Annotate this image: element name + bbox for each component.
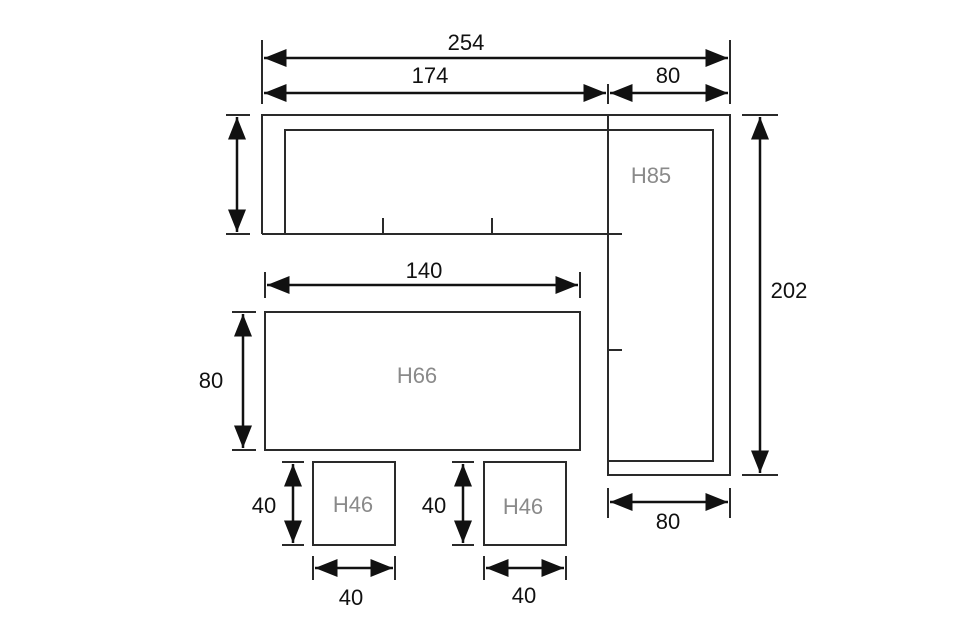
total-width-label: 254 — [448, 30, 485, 55]
chaise-width-label: 80 — [656, 509, 680, 534]
table-width-label: 140 — [406, 258, 443, 283]
stool-1 — [312, 461, 396, 546]
stool-2 — [483, 461, 567, 546]
stool1-height-label: H46 — [333, 492, 373, 517]
stool2-height-label: H46 — [503, 494, 543, 519]
stool1-depth-label: 40 — [252, 493, 276, 518]
main-sofa-width-label: 174 — [412, 63, 449, 88]
total-depth-label: 202 — [771, 278, 808, 303]
dimension-arrows — [228, 49, 769, 577]
stool1-width-label: 40 — [339, 585, 363, 610]
l-sofa — [261, 114, 731, 476]
sofa-height-label: H85 — [631, 163, 671, 188]
stool2-depth-label: 40 — [422, 493, 446, 518]
table-depth-label: 80 — [199, 368, 223, 393]
table-height-label: H66 — [397, 363, 437, 388]
stool2-width-label: 40 — [512, 583, 536, 608]
corner-width-label: 80 — [656, 63, 680, 88]
coffee-table — [264, 311, 581, 451]
extension-lines — [226, 40, 778, 580]
